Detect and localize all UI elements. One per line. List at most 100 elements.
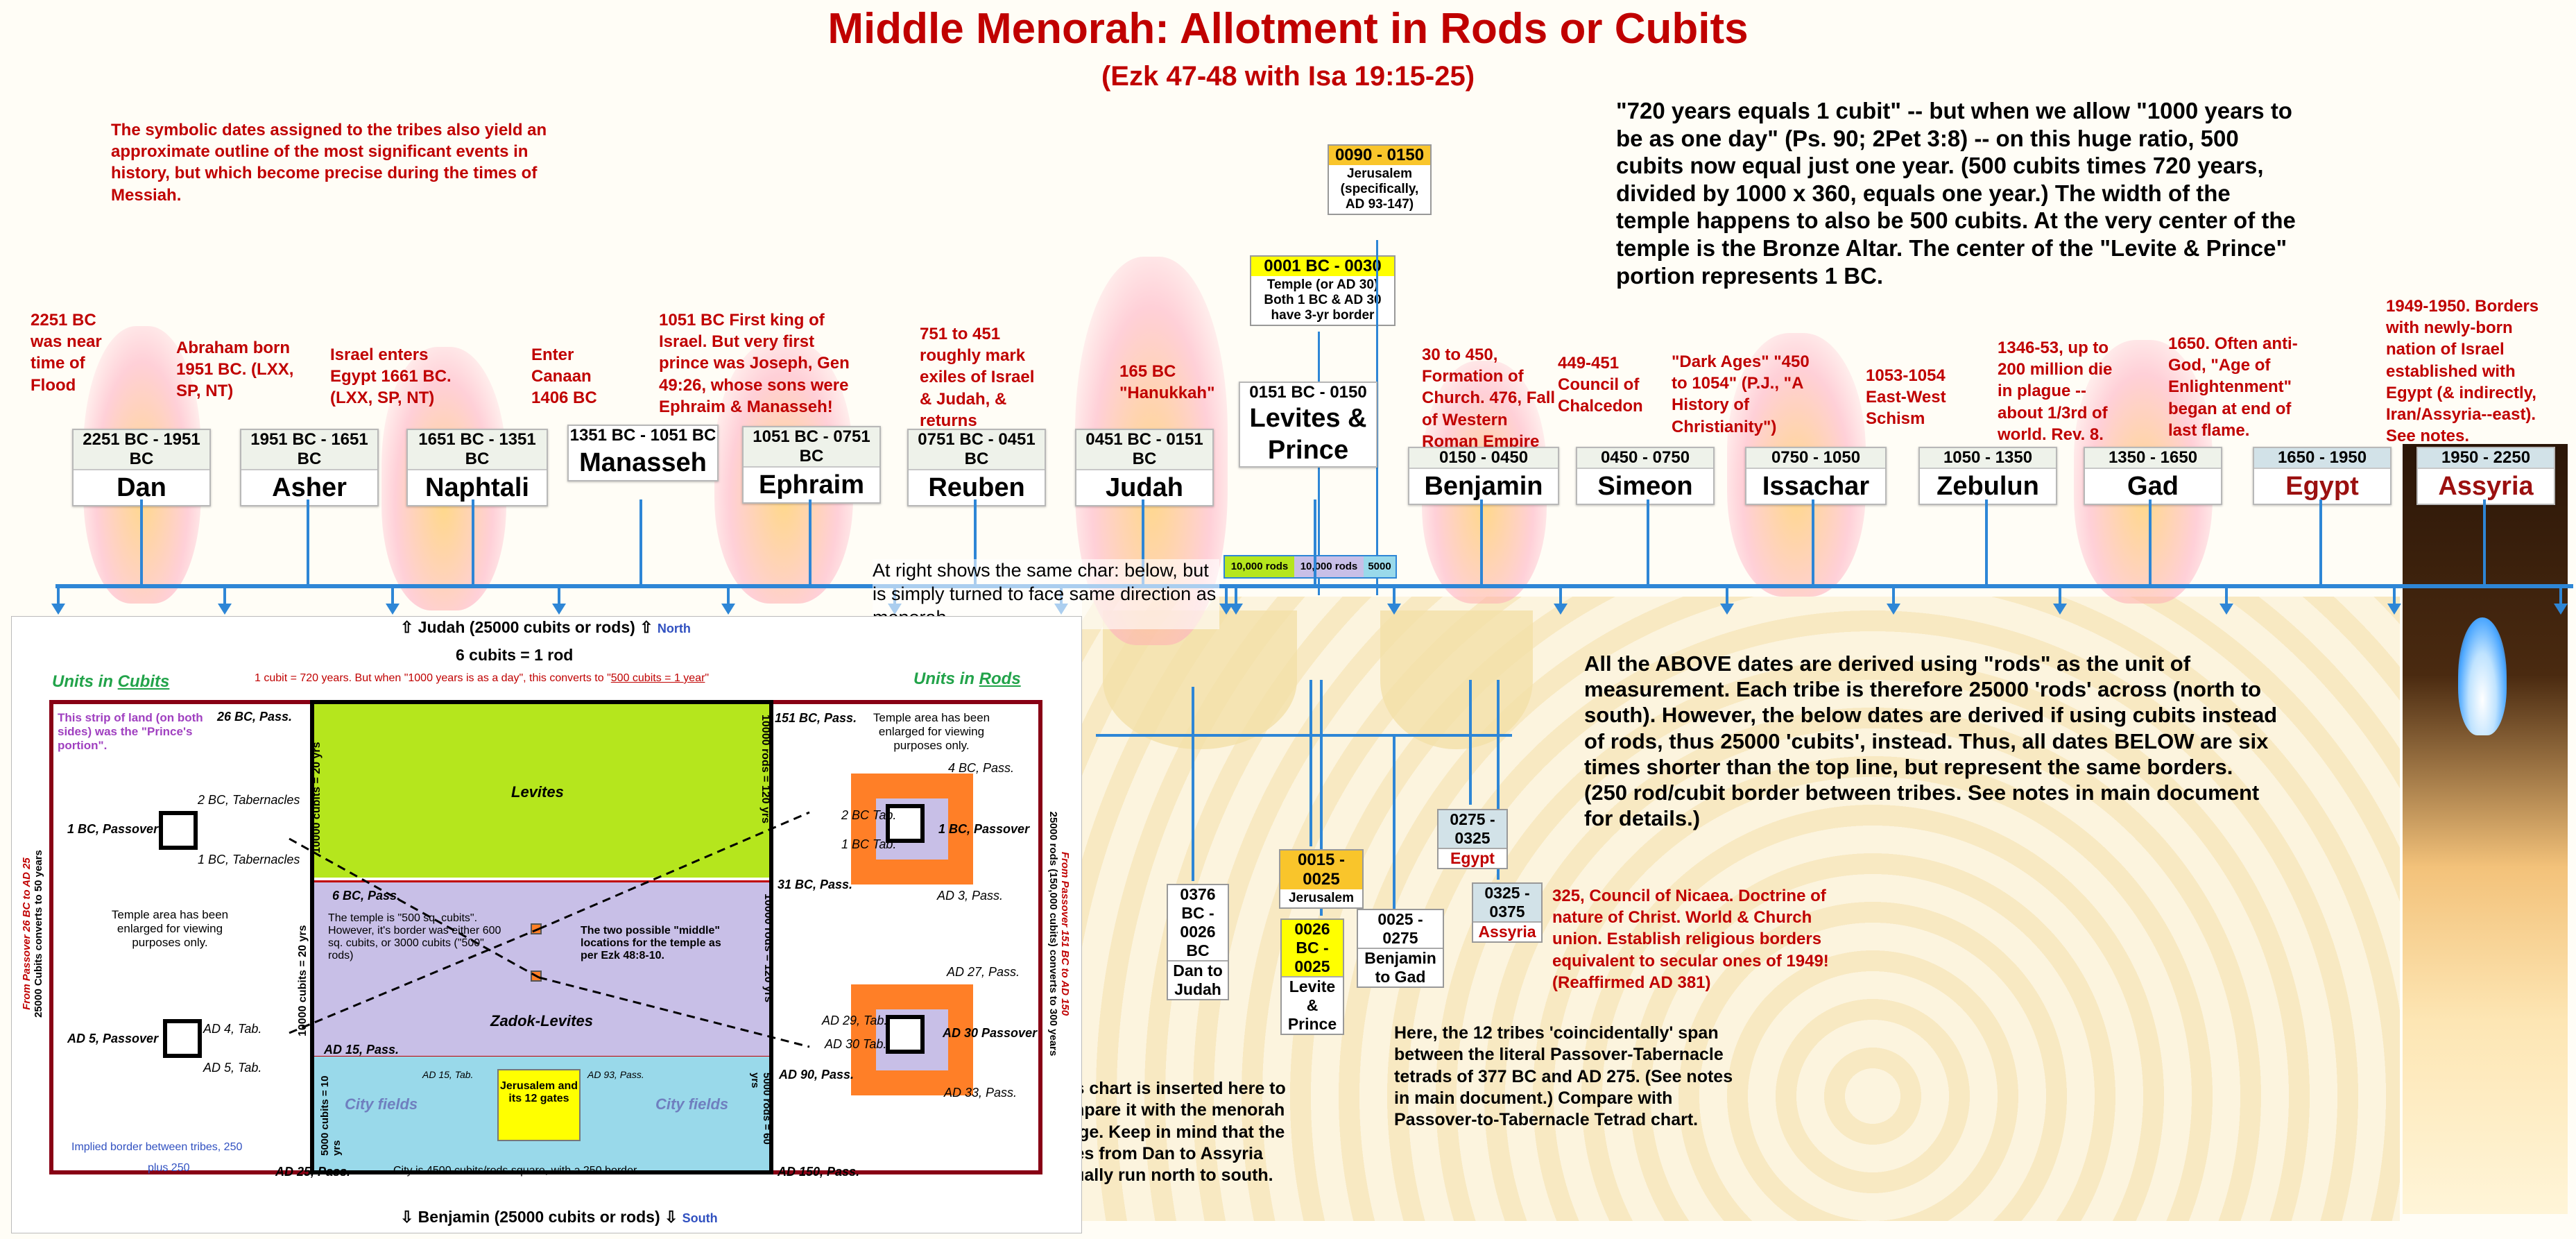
label-ad27: AD 27, Pass. xyxy=(947,965,1020,979)
event-note: "Dark Ages" "450 to 1054" (P.J., "A Hist… xyxy=(1672,352,1810,436)
border-drop xyxy=(2393,586,2396,605)
jerusalem-city: Jerusalem and its 12 gates xyxy=(497,1069,581,1141)
jerusalem-lower-box: 0015 - 0025 Jerusalem xyxy=(1279,849,1364,909)
border-drop xyxy=(391,586,394,605)
units-rods: Units in Rods xyxy=(913,669,1021,688)
tribe-branch xyxy=(1985,499,1988,586)
event-note: 449-451 Council of Chalcedon xyxy=(1558,354,1643,416)
label-6bc: 6 BC, Pass. xyxy=(332,889,401,903)
allotment-map: ⇧ Judah (25000 cubits or rods) ⇧ North 6… xyxy=(11,616,1082,1233)
lower-connector xyxy=(1393,735,1396,909)
tribe-branch xyxy=(1647,499,1649,586)
label-ad93: AD 93, Pass. xyxy=(587,1069,644,1080)
border-drop xyxy=(727,586,730,605)
event-note: Abraham born 1951 BC. (LXX, SP, NT) xyxy=(176,339,294,401)
right-temple-top xyxy=(851,774,973,885)
left-passover-box-top xyxy=(159,811,198,850)
rod-conversion: 6 cubits = 1 rod xyxy=(456,646,574,664)
units-cubits: Units in Cubits xyxy=(52,672,170,691)
dan-to-judah-box: 0376 BC - 0026 BC Dan to Judah xyxy=(1167,884,1229,1000)
border-drop xyxy=(2059,586,2061,605)
arrow-down-icon xyxy=(1229,604,1243,615)
event-note: Enter Canaan 1406 BC xyxy=(531,345,597,408)
border-drop xyxy=(1726,586,1728,605)
label-ad150: AD 150, Pass. xyxy=(778,1165,860,1179)
tribe-branch xyxy=(1480,499,1483,586)
arrow-down-icon xyxy=(386,604,400,615)
tribe-branch xyxy=(2319,499,2322,586)
label-ad5-tab: AD 5, Tab. xyxy=(203,1061,262,1075)
cubit-ratio-note: "720 years equals 1 cubit" -- but when w… xyxy=(1616,98,2296,289)
coincidental-note: Here, the 12 tribes 'coincidentally' spa… xyxy=(1394,1023,1733,1129)
city-fields-right: City fields xyxy=(655,1095,729,1113)
tribe-branch xyxy=(2483,499,2486,586)
levites-label: Levites xyxy=(511,783,564,801)
event-note: 1346-53, up to 200 million die in plague… xyxy=(1998,339,2113,444)
event-note: 751 to 451 roughly mark exiles of Israel… xyxy=(920,325,1035,430)
plus-250-note: plus 250 xyxy=(148,1162,190,1174)
label-2bc-tab-r: 2 BC Tab. xyxy=(841,808,897,822)
event-note: 1650. Often anti-God, "Age of Enlightenm… xyxy=(2168,334,2298,440)
arrow-down-icon xyxy=(1720,604,1734,615)
menorah-cup-mid xyxy=(1380,610,1533,749)
border-drop xyxy=(1225,586,1228,605)
jerusalem-top-box: 0090 - 0150 Jerusalem (specifically, AD … xyxy=(1328,144,1432,215)
arrow-down-icon xyxy=(2219,604,2233,615)
label-151bc: 151 BC, Pass. xyxy=(775,711,857,725)
nicaea-note: 325, Council of Nicaea. Doctrine of natu… xyxy=(1552,887,1829,992)
border-drop xyxy=(2559,586,2562,605)
border-drop xyxy=(558,586,560,605)
tribe-branch xyxy=(472,499,474,586)
zadok-label: Zadok-Levites xyxy=(490,1012,593,1029)
south-label: ⇩ Benjamin (25000 cubits or rods) ⇩ Sout… xyxy=(400,1208,718,1226)
label-ad29: AD 29, Tab. xyxy=(822,1014,888,1027)
temple-top-box: 0001 BC - 0030 Temple (or AD 30) Both 1 … xyxy=(1250,255,1396,326)
tribe-branch xyxy=(1314,499,1316,586)
north-label: ⇧ Judah (25000 cubits or rods) ⇧ North xyxy=(400,618,691,636)
label-31bc: 31 BC, Pass. xyxy=(778,878,853,891)
arrow-down-icon xyxy=(2387,604,2401,615)
label-ad25: AD 25, Pass. xyxy=(275,1165,351,1179)
assyria-lower-box: 0325 - 0375 Assyria xyxy=(1472,882,1543,943)
benjamin-to-gad-box: 0025 - 0275 Benjamin to Gad xyxy=(1357,909,1444,988)
border-drop xyxy=(57,586,60,605)
border-drop xyxy=(223,586,226,605)
border-drop xyxy=(2225,586,2228,605)
event-note: 1949-1950. Borders with newly-born natio… xyxy=(2386,297,2539,446)
label-1bc-pass-r: 1 BC, Passover xyxy=(938,822,1030,836)
label-ad15-tab: AD 15, Tab. xyxy=(422,1069,474,1080)
levite-prince-lower-box: 0026 BC - 0025 Levite & Prince xyxy=(1280,918,1344,1035)
label-1bc-tab-r: 1 BC Tab. xyxy=(841,837,897,851)
arrow-down-icon xyxy=(1887,604,1900,615)
tribe-branch xyxy=(2149,499,2152,586)
label-26bc: 26 BC, Pass. xyxy=(217,710,293,724)
implied-border-note: Implied border between tribes, 250 xyxy=(71,1141,243,1153)
event-note: 30 to 450, Formation of Church. 476, Fal… xyxy=(1422,345,1556,451)
border-drop xyxy=(1393,586,1396,605)
event-note: Israel enters Egypt 1661 BC. (LXX, SP, N… xyxy=(330,345,452,408)
tribe-branch xyxy=(140,499,143,586)
lower-connector xyxy=(1192,687,1194,881)
label-ad90: AD 90, Pass. xyxy=(779,1068,855,1082)
label-2bc-tab: 2 BC, Tabernacles xyxy=(198,793,300,807)
lower-connector xyxy=(1497,680,1500,880)
lower-axis xyxy=(1096,734,1512,737)
lower-connector xyxy=(1469,680,1472,805)
event-note: 1051 BC First king of Israel. But very f… xyxy=(659,311,850,416)
strip-note: This strip of land (on both sides) was t… xyxy=(58,711,203,752)
levites-portion xyxy=(314,704,769,878)
above-dates-note: All the ABOVE dates are derived using "r… xyxy=(1584,651,2278,831)
burning-candle xyxy=(2403,444,2568,1214)
arrow-down-icon xyxy=(2554,604,2568,615)
